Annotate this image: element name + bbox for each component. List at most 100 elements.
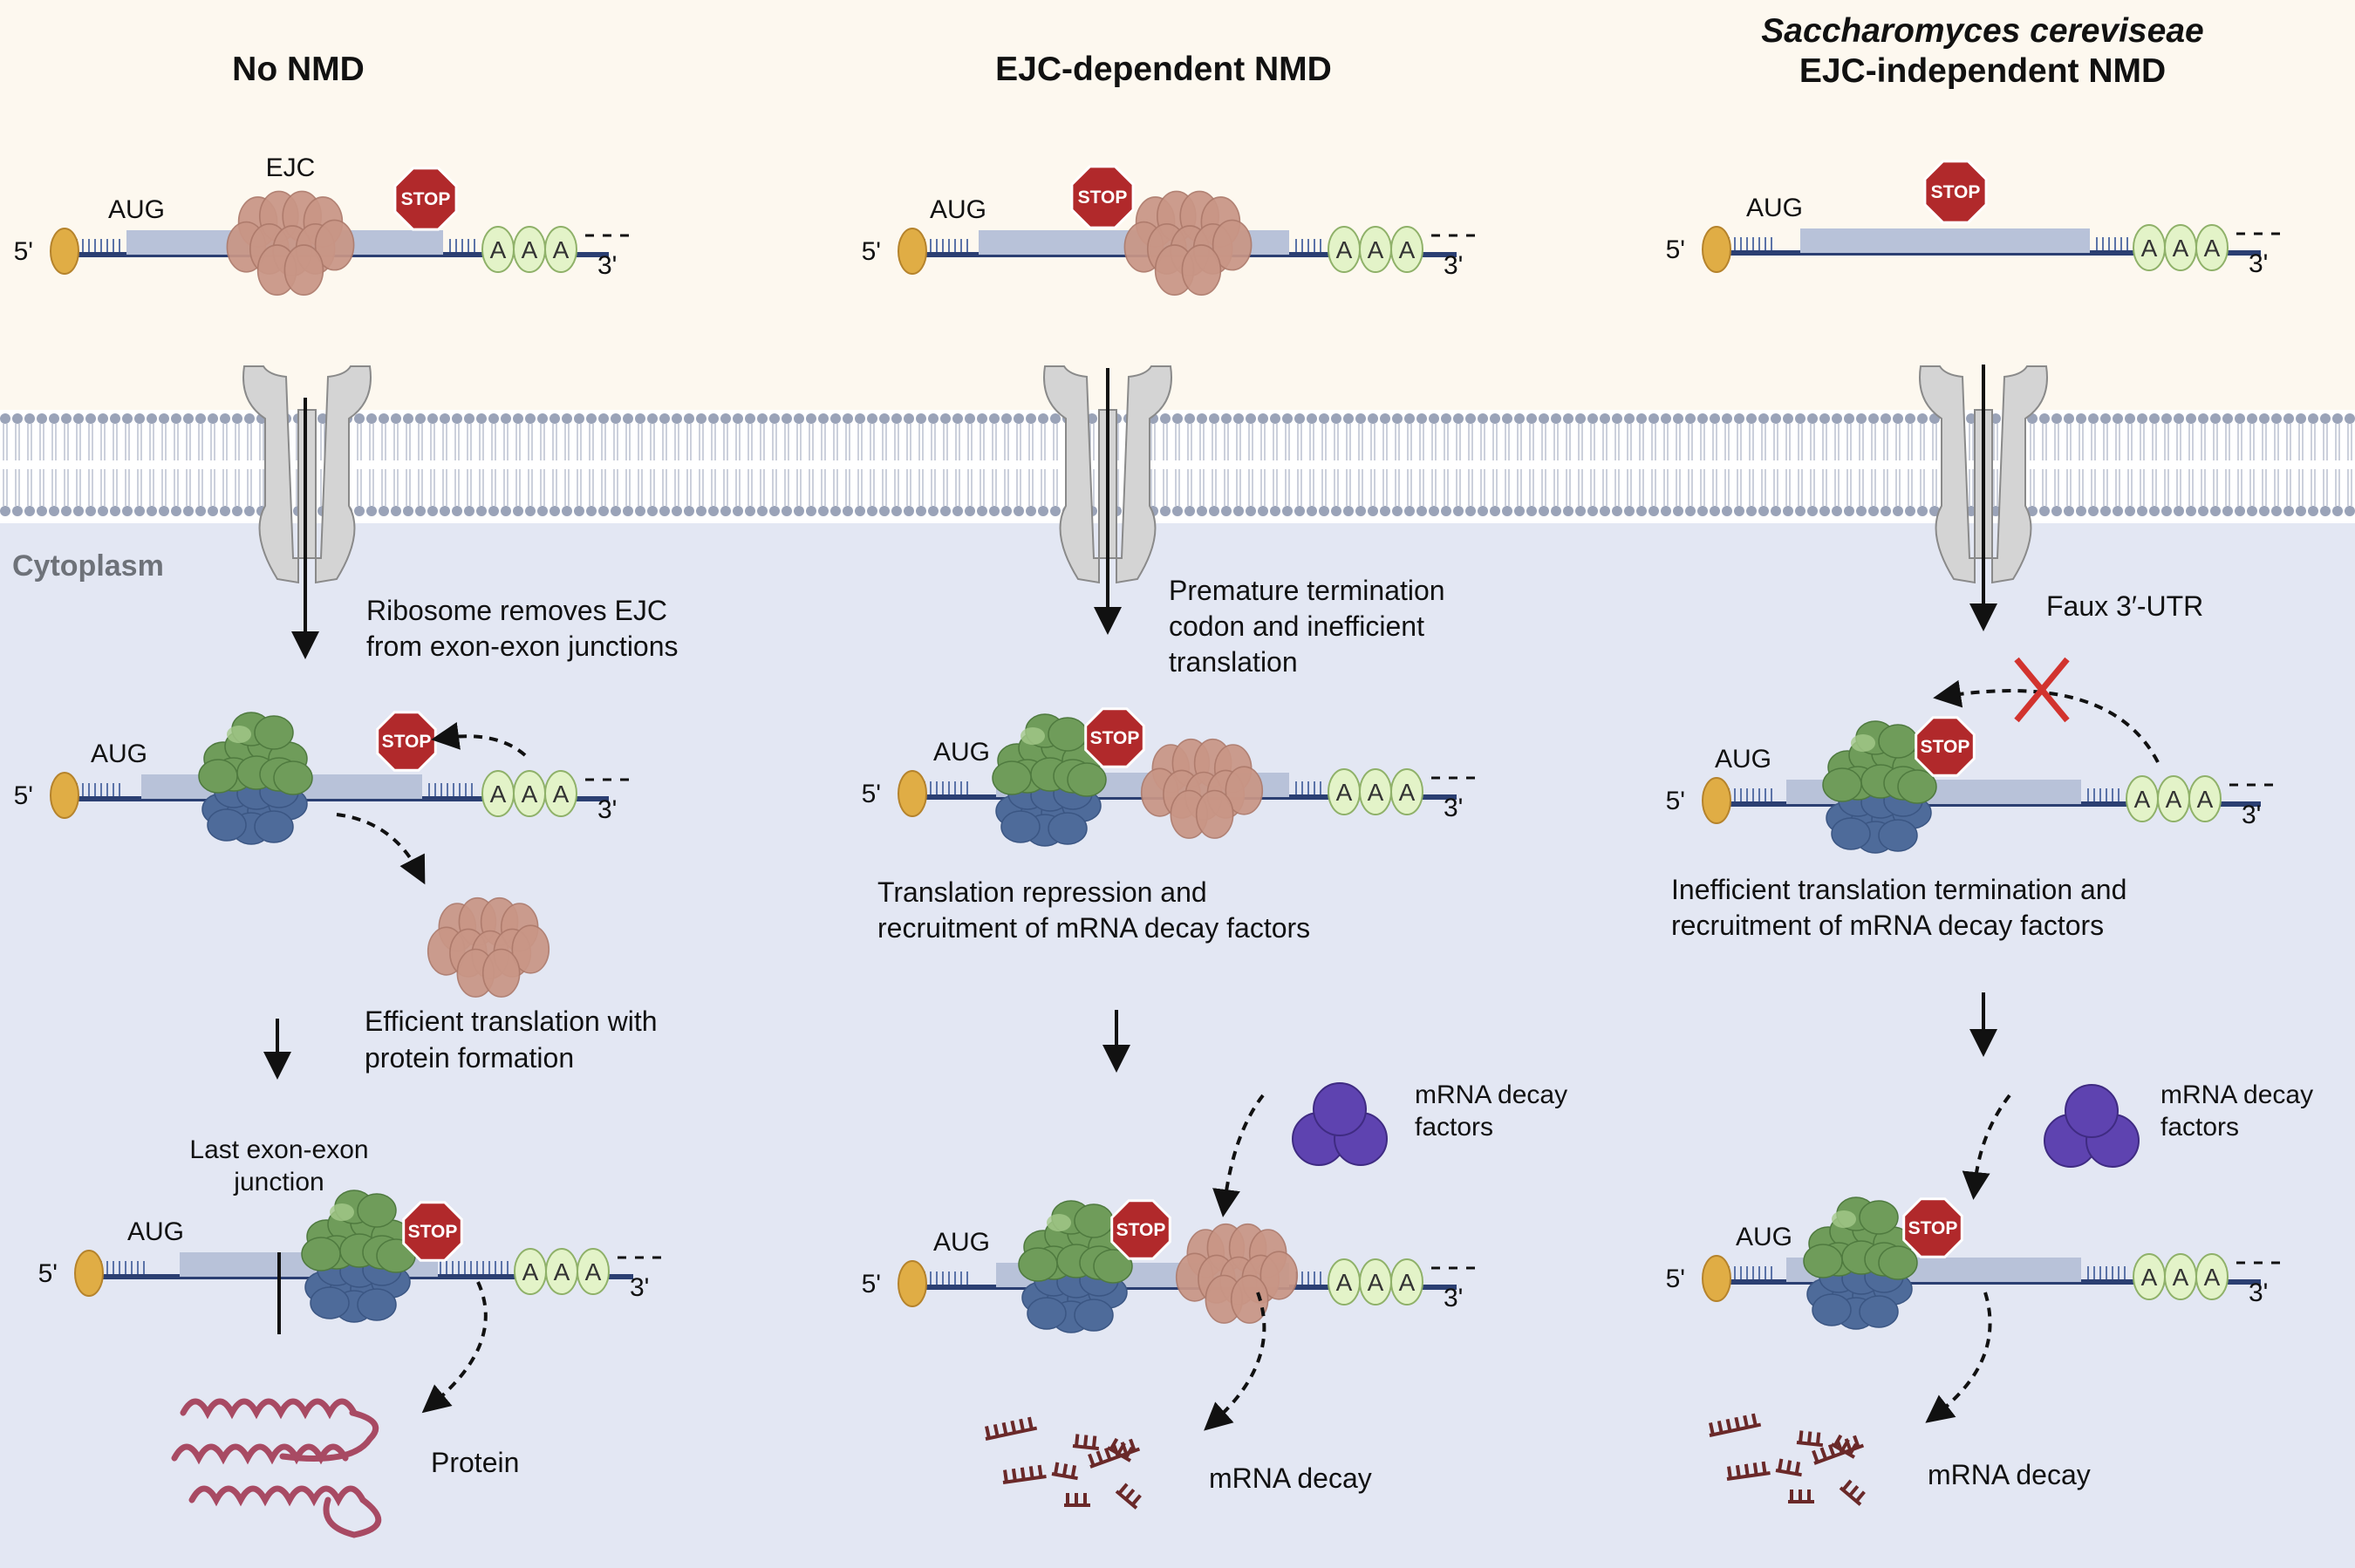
stop-sign-icon: STOP <box>376 711 437 772</box>
poly-a-letter: A <box>2204 235 2221 262</box>
stop-sign-icon: STOP <box>1902 1197 1963 1258</box>
poly-a-letter: A <box>2141 235 2158 262</box>
five-prime-cap-icon <box>1702 226 1731 273</box>
poly-a-letter: A <box>490 781 507 808</box>
poly-a-letter: A <box>2141 1264 2158 1291</box>
three-prime-label: 3' <box>2249 1278 2268 1307</box>
step2-line2: recruitment of mRNA decay factors <box>877 912 1310 944</box>
stop-label: STOP <box>382 732 432 752</box>
factors-label-line2: factors <box>2160 1113 2239 1142</box>
five-prime-label: 5' <box>1666 235 1685 264</box>
poly-a-letter: A <box>2204 1264 2221 1291</box>
five-prime-label: 5' <box>14 237 33 266</box>
panel-ejc-independent: Faux 3′-UTR Inefficient translation term… <box>1671 590 2313 1490</box>
poly-a-icon <box>2195 224 2229 271</box>
poly-a-letter: A <box>522 236 538 263</box>
ejc-complex-icon <box>1123 190 1253 297</box>
poly-a-letter: A <box>1399 1269 1416 1296</box>
poly-a-letter: A <box>490 236 507 263</box>
poly-a-letter: A <box>2166 786 2182 813</box>
poly-a-letter: A <box>1336 1269 1353 1296</box>
aug-label: AUG <box>127 1217 184 1246</box>
step2-line1: Efficient translation with <box>365 1006 658 1037</box>
stop-sign-icon: STOP <box>1915 716 1976 777</box>
poly-a-icon <box>2188 775 2222 822</box>
poly-a-icon <box>1390 226 1423 273</box>
ribosome-icon <box>301 1190 416 1323</box>
aug-label: AUG <box>1715 745 1771 774</box>
junction-label-line2: junction <box>233 1168 324 1196</box>
poly-a-letter: A <box>1336 236 1353 263</box>
decay-label: mRNA decay <box>1928 1459 2091 1490</box>
panel-title-species: Saccharomyces cereviseae <box>1761 12 2203 50</box>
poly-a-letter: A <box>2197 786 2214 813</box>
stop-sign-icon: STOP <box>1084 707 1145 768</box>
stop-label: STOP <box>1931 182 1981 202</box>
ejc-label: EJC <box>266 153 316 182</box>
panel-title-ejc-dependent: EJC-dependent NMD <box>995 51 1332 88</box>
five-prime-cap-icon <box>50 772 79 819</box>
ribosome-icon <box>1018 1200 1133 1333</box>
aug-label: AUG <box>933 1228 990 1257</box>
stop-label: STOP <box>401 189 451 209</box>
poly-a-letter: A <box>553 236 570 263</box>
stop-label: STOP <box>408 1222 458 1242</box>
poly-a-icon <box>577 1248 610 1295</box>
poly-a-letter: A <box>1368 236 1384 263</box>
factors-label-line2: factors <box>1415 1113 1493 1142</box>
junction-label-line1: Last exon-exon <box>189 1135 368 1164</box>
poly-a-letter: A <box>554 1258 570 1285</box>
stop-sign-icon: STOP <box>1110 1199 1171 1260</box>
five-prime-cap-icon <box>898 1260 927 1307</box>
five-prime-label: 5' <box>862 780 881 808</box>
stop-sign-icon: STOP <box>393 167 458 231</box>
step2-line2: protein formation <box>365 1042 574 1074</box>
aug-label: AUG <box>1736 1223 1792 1251</box>
blocked-x-icon <box>2014 657 2070 723</box>
five-prime-label: 5' <box>38 1259 58 1288</box>
panel-title-no-nmd: No NMD <box>232 51 365 88</box>
aug-label: AUG <box>933 738 990 767</box>
stop-sign-icon: STOP <box>1923 160 1988 224</box>
poly-a-letter: A <box>1368 779 1384 806</box>
protein-label: Protein <box>431 1447 519 1478</box>
dashed-arrow <box>1925 1292 1992 1423</box>
decay-label: mRNA decay <box>1209 1462 1372 1494</box>
poly-a-icon <box>1390 1258 1423 1306</box>
poly-a-icon <box>544 770 577 817</box>
mrna-decay-factor-icon <box>2044 1084 2140 1168</box>
degraded-rna-icon <box>985 1416 1142 1510</box>
poly-a-letter: A <box>2173 1264 2189 1291</box>
dashed-arrow <box>336 813 426 885</box>
stop-label: STOP <box>1090 728 1140 748</box>
five-prime-label: 5' <box>14 781 33 810</box>
step2-line1: Inefficient translation termination and <box>1671 874 2126 905</box>
poly-a-icon <box>544 226 577 273</box>
aug-label: AUG <box>91 740 147 768</box>
stop-label: STOP <box>1908 1218 1958 1238</box>
stop-sign-icon: STOP <box>402 1201 463 1262</box>
three-prime-label: 3' <box>597 795 617 824</box>
degraded-rna-icon <box>1709 1413 1866 1506</box>
five-prime-cap-icon <box>50 228 79 275</box>
coding-region <box>1800 228 2090 253</box>
three-prime-label: 3' <box>1444 1284 1463 1312</box>
aug-label: AUG <box>1746 194 1803 222</box>
stop-label: STOP <box>1921 737 1970 757</box>
panel-title-ejc-independent: EJC-independent NMD <box>1799 52 2166 90</box>
ejc-complex-icon <box>1175 1223 1299 1324</box>
panel-ejc-dependent: Premature termination codon and ineffici… <box>877 575 1567 1494</box>
panel-no-nmd: Ribosome removes EJC from exon-exon junc… <box>189 153 678 1478</box>
five-prime-cap-icon <box>1702 1255 1731 1302</box>
step1-line1: Ribosome removes EJC <box>366 595 667 626</box>
step1-line3: translation <box>1169 646 1298 678</box>
step2-line2: recruitment of mRNA decay factors <box>1671 910 2104 941</box>
poly-a-letter: A <box>1399 236 1416 263</box>
three-prime-label: 3' <box>1444 794 1463 822</box>
